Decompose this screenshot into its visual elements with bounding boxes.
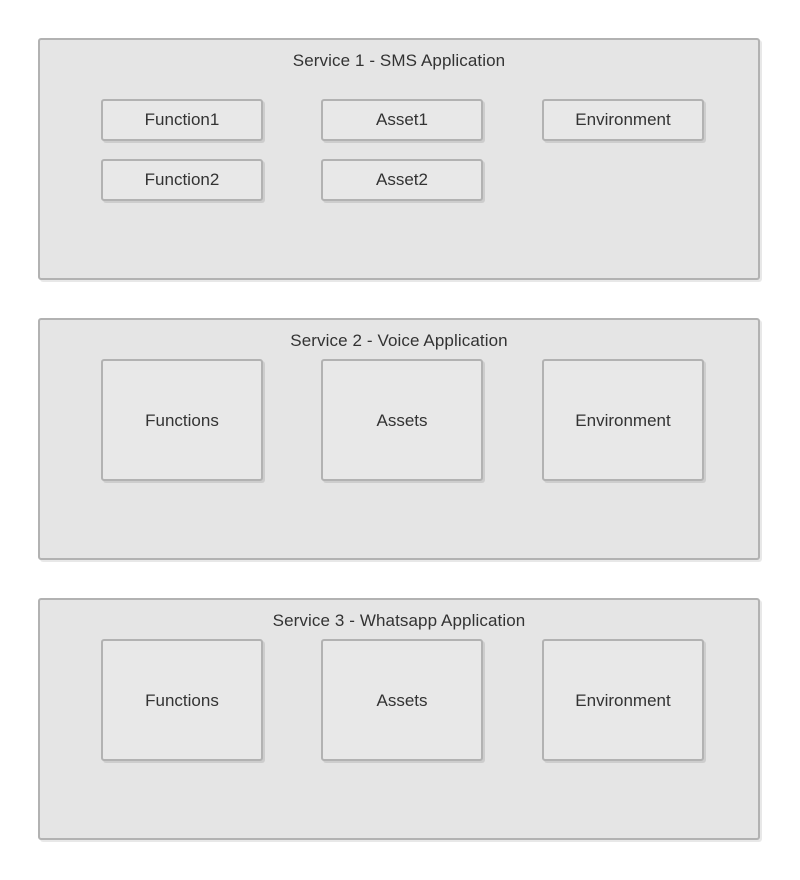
service-2-box-environment[interactable]: Environment: [542, 359, 704, 481]
service-1-box-environment-label: Environment: [575, 110, 671, 129]
service-3-box-assets[interactable]: Assets: [321, 639, 483, 761]
service-1-box-asset1[interactable]: Asset1: [321, 99, 483, 141]
service-panel-1[interactable]: Service 1 - SMS Application Function1 As…: [38, 38, 760, 280]
service-3-box-assets-label: Assets: [376, 691, 428, 710]
service-1-box-asset2-label: Asset2: [376, 170, 428, 189]
service-panel-2-title: Service 2 - Voice Application: [290, 331, 508, 350]
service-2-box-assets[interactable]: Assets: [321, 359, 483, 481]
service-panel-3-title: Service 3 - Whatsapp Application: [272, 611, 526, 630]
service-1-box-environment[interactable]: Environment: [542, 99, 704, 141]
service-2-box-assets-label: Assets: [376, 411, 428, 430]
service-1-box-asset1-label: Asset1: [376, 110, 428, 129]
service-1-box-function1-label: Function1: [144, 110, 220, 129]
service-1-box-function1[interactable]: Function1: [101, 99, 263, 141]
service-3-box-functions[interactable]: Functions: [101, 639, 263, 761]
service-panel-2[interactable]: Service 2 - Voice Application Functions …: [38, 318, 760, 560]
service-2-box-environment-label: Environment: [575, 411, 671, 430]
service-1-box-function2[interactable]: Function2: [101, 159, 263, 201]
service-panel-1-title: Service 1 - SMS Application: [292, 51, 506, 70]
service-1-box-function2-label: Function2: [144, 170, 220, 189]
service-3-box-environment-label: Environment: [575, 691, 671, 710]
service-3-box-functions-label: Functions: [145, 691, 219, 710]
service-3-box-environment[interactable]: Environment: [542, 639, 704, 761]
service-2-box-functions[interactable]: Functions: [101, 359, 263, 481]
service-panel-3[interactable]: Service 3 - Whatsapp Application Functio…: [38, 598, 760, 840]
service-1-box-asset2[interactable]: Asset2: [321, 159, 483, 201]
service-2-box-functions-label: Functions: [145, 411, 219, 430]
